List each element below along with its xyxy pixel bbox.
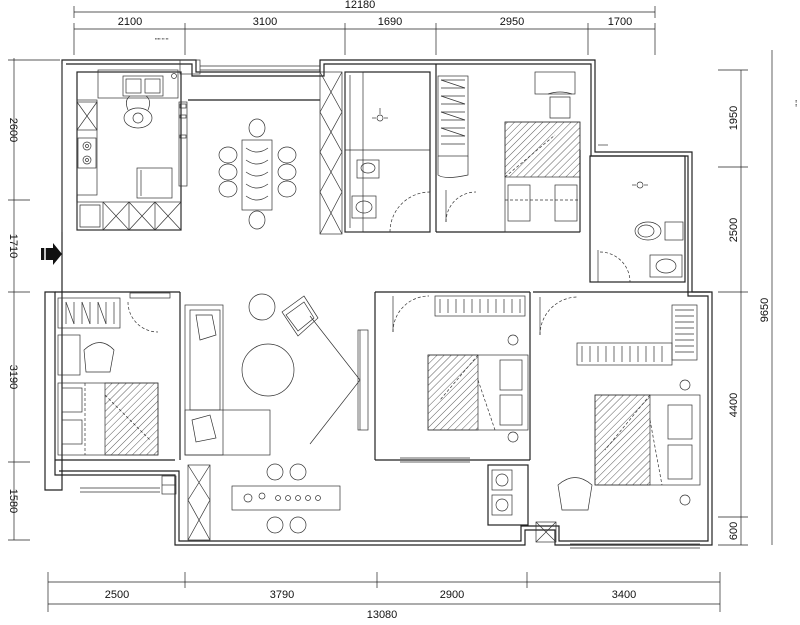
drawing-note: ▪▪▪▪ ▪▪ ▪▪	[155, 36, 169, 41]
bathroom-1	[344, 71, 431, 233]
right-total-dimension: 9650	[759, 298, 771, 322]
coffee-table	[241, 343, 295, 397]
bathroom-2	[589, 155, 686, 283]
top-total-dimension: 12180	[345, 0, 376, 11]
bed-left	[57, 382, 159, 456]
desk-chair-icon	[534, 71, 576, 119]
bedroom-left	[55, 291, 181, 493]
chair-left-icon	[57, 334, 115, 376]
left-dim-2: 1710	[7, 234, 19, 258]
tv-wall	[309, 315, 369, 445]
bottom-total-dimension: 13080	[367, 609, 398, 621]
bottom-dim-4: 3400	[612, 589, 636, 601]
shower-icon	[372, 108, 388, 122]
top-dim-3: 1690	[378, 16, 402, 28]
dining-area	[179, 59, 343, 235]
top-dim-4: 2950	[500, 16, 524, 28]
left-dim-1: 2600	[7, 118, 19, 142]
bar-table	[231, 463, 341, 534]
bottom-dimensions: 2500 3790 2900 3400 13080	[47, 572, 721, 621]
wardrobe-top-right	[437, 75, 469, 178]
toilet-icon-2	[634, 221, 684, 241]
stove-icon	[77, 137, 97, 169]
top-dim-1: 2100	[118, 16, 142, 28]
bed-right	[594, 379, 701, 506]
right-dim-1: 1950	[728, 106, 740, 130]
living-room	[184, 293, 369, 541]
sink-icon	[122, 73, 177, 97]
dining-table	[241, 139, 273, 211]
bottom-dim-2: 3790	[270, 589, 294, 601]
top-dim-5: 1700	[608, 16, 632, 28]
tall-cabinet	[319, 71, 343, 235]
bottom-dim-1: 2500	[105, 589, 129, 601]
right-dimensions: 1950 2500 4400 600 9650 ▪▪ ▪▪	[718, 50, 799, 546]
drawing-note-right: ▪▪ ▪▪	[794, 100, 799, 107]
bedroom-right	[533, 291, 710, 549]
armchairs	[248, 293, 319, 337]
bedroom-middle	[374, 291, 531, 463]
toilet-icon	[356, 159, 380, 179]
kitchen	[76, 69, 188, 231]
bed-middle	[427, 334, 529, 443]
wardrobe-middle	[434, 295, 526, 317]
left-dimensions: 2600 1710 3190 1580	[7, 58, 60, 541]
right-dim-4: 600	[728, 522, 740, 540]
wardrobe-right-vertical	[671, 304, 698, 361]
wardrobe-right-horizontal	[576, 342, 673, 366]
shower-icon-2	[632, 181, 648, 189]
dining-chairs	[218, 118, 297, 230]
laundry-area	[161, 464, 557, 543]
left-dim-3: 3190	[7, 365, 19, 389]
outer-walls	[44, 59, 713, 546]
top-dim-2: 3100	[253, 16, 277, 28]
person-figure-icon	[123, 95, 153, 129]
top-dimensions: 12180 2100 3100 1690 2950 1700 ▪▪▪▪ ▪▪ ▪…	[73, 0, 656, 55]
kitchen-cabinets	[76, 201, 182, 231]
bottom-dim-3: 2900	[440, 589, 464, 601]
low-cabinet	[187, 464, 211, 541]
right-dim-2: 2500	[728, 218, 740, 242]
wardrobe-left	[57, 297, 121, 329]
entrance-arrow-icon	[37, 243, 62, 265]
bedroom-top-right	[435, 64, 608, 233]
washbasin-icon-2	[649, 254, 683, 278]
chair-right-icon	[557, 477, 593, 511]
washbasin-icon	[351, 195, 377, 219]
right-dim-3: 4400	[728, 393, 740, 417]
sofa	[184, 304, 271, 456]
left-dim-4: 1580	[7, 489, 19, 513]
bed-top-right	[504, 121, 581, 233]
